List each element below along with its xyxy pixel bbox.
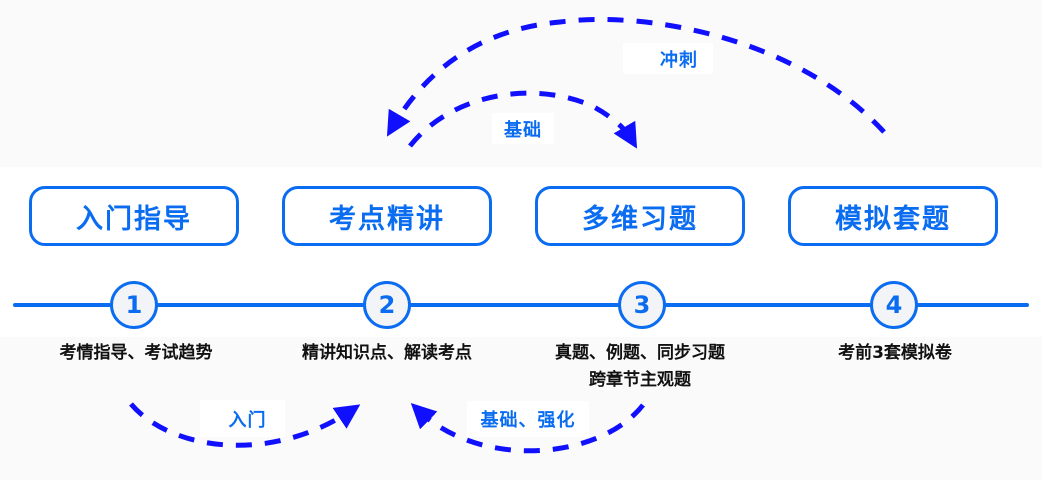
stage-description-4: 考前3套模拟卷 (765, 340, 1025, 367)
stage-box-mock-tests: 模拟套题 (788, 186, 998, 246)
step-circle-3: 3 (618, 281, 666, 329)
stage-description-2: 精讲知识点、解读考点 (257, 340, 517, 367)
description-line: 考情指导、考试趋势 (59, 343, 213, 363)
description-line: 跨章节主观题 (589, 370, 691, 390)
stage-description-3: 真题、例题、同步习题 跨章节主观题 (510, 340, 770, 394)
step-circle-2: 2 (363, 281, 411, 329)
flow-label-sprint: 冲刺 (623, 43, 713, 74)
description-line: 考前3套模拟卷 (838, 343, 952, 363)
foundation-strengthen-arrow (410, 403, 645, 454)
stage-box-intro-guide: 入门指导 (29, 186, 239, 246)
sprint-arrow (386, 17, 886, 137)
flow-label-intro: 入门 (200, 400, 285, 437)
stage-box-key-points: 考点精讲 (282, 186, 492, 246)
timeline-line (13, 303, 1029, 307)
flow-label-foundation-top: 基础 (492, 113, 554, 144)
stage-box-exercises: 多维习题 (535, 186, 745, 246)
description-line: 精讲知识点、解读考点 (302, 343, 472, 363)
flow-label-foundation-strengthen: 基础、强化 (467, 401, 589, 437)
description-line: 真题、例题、同步习题 (555, 343, 725, 363)
stage-description-1: 考情指导、考试趋势 (6, 340, 266, 367)
step-circle-1: 1 (110, 281, 158, 329)
step-circle-4: 4 (870, 281, 918, 329)
